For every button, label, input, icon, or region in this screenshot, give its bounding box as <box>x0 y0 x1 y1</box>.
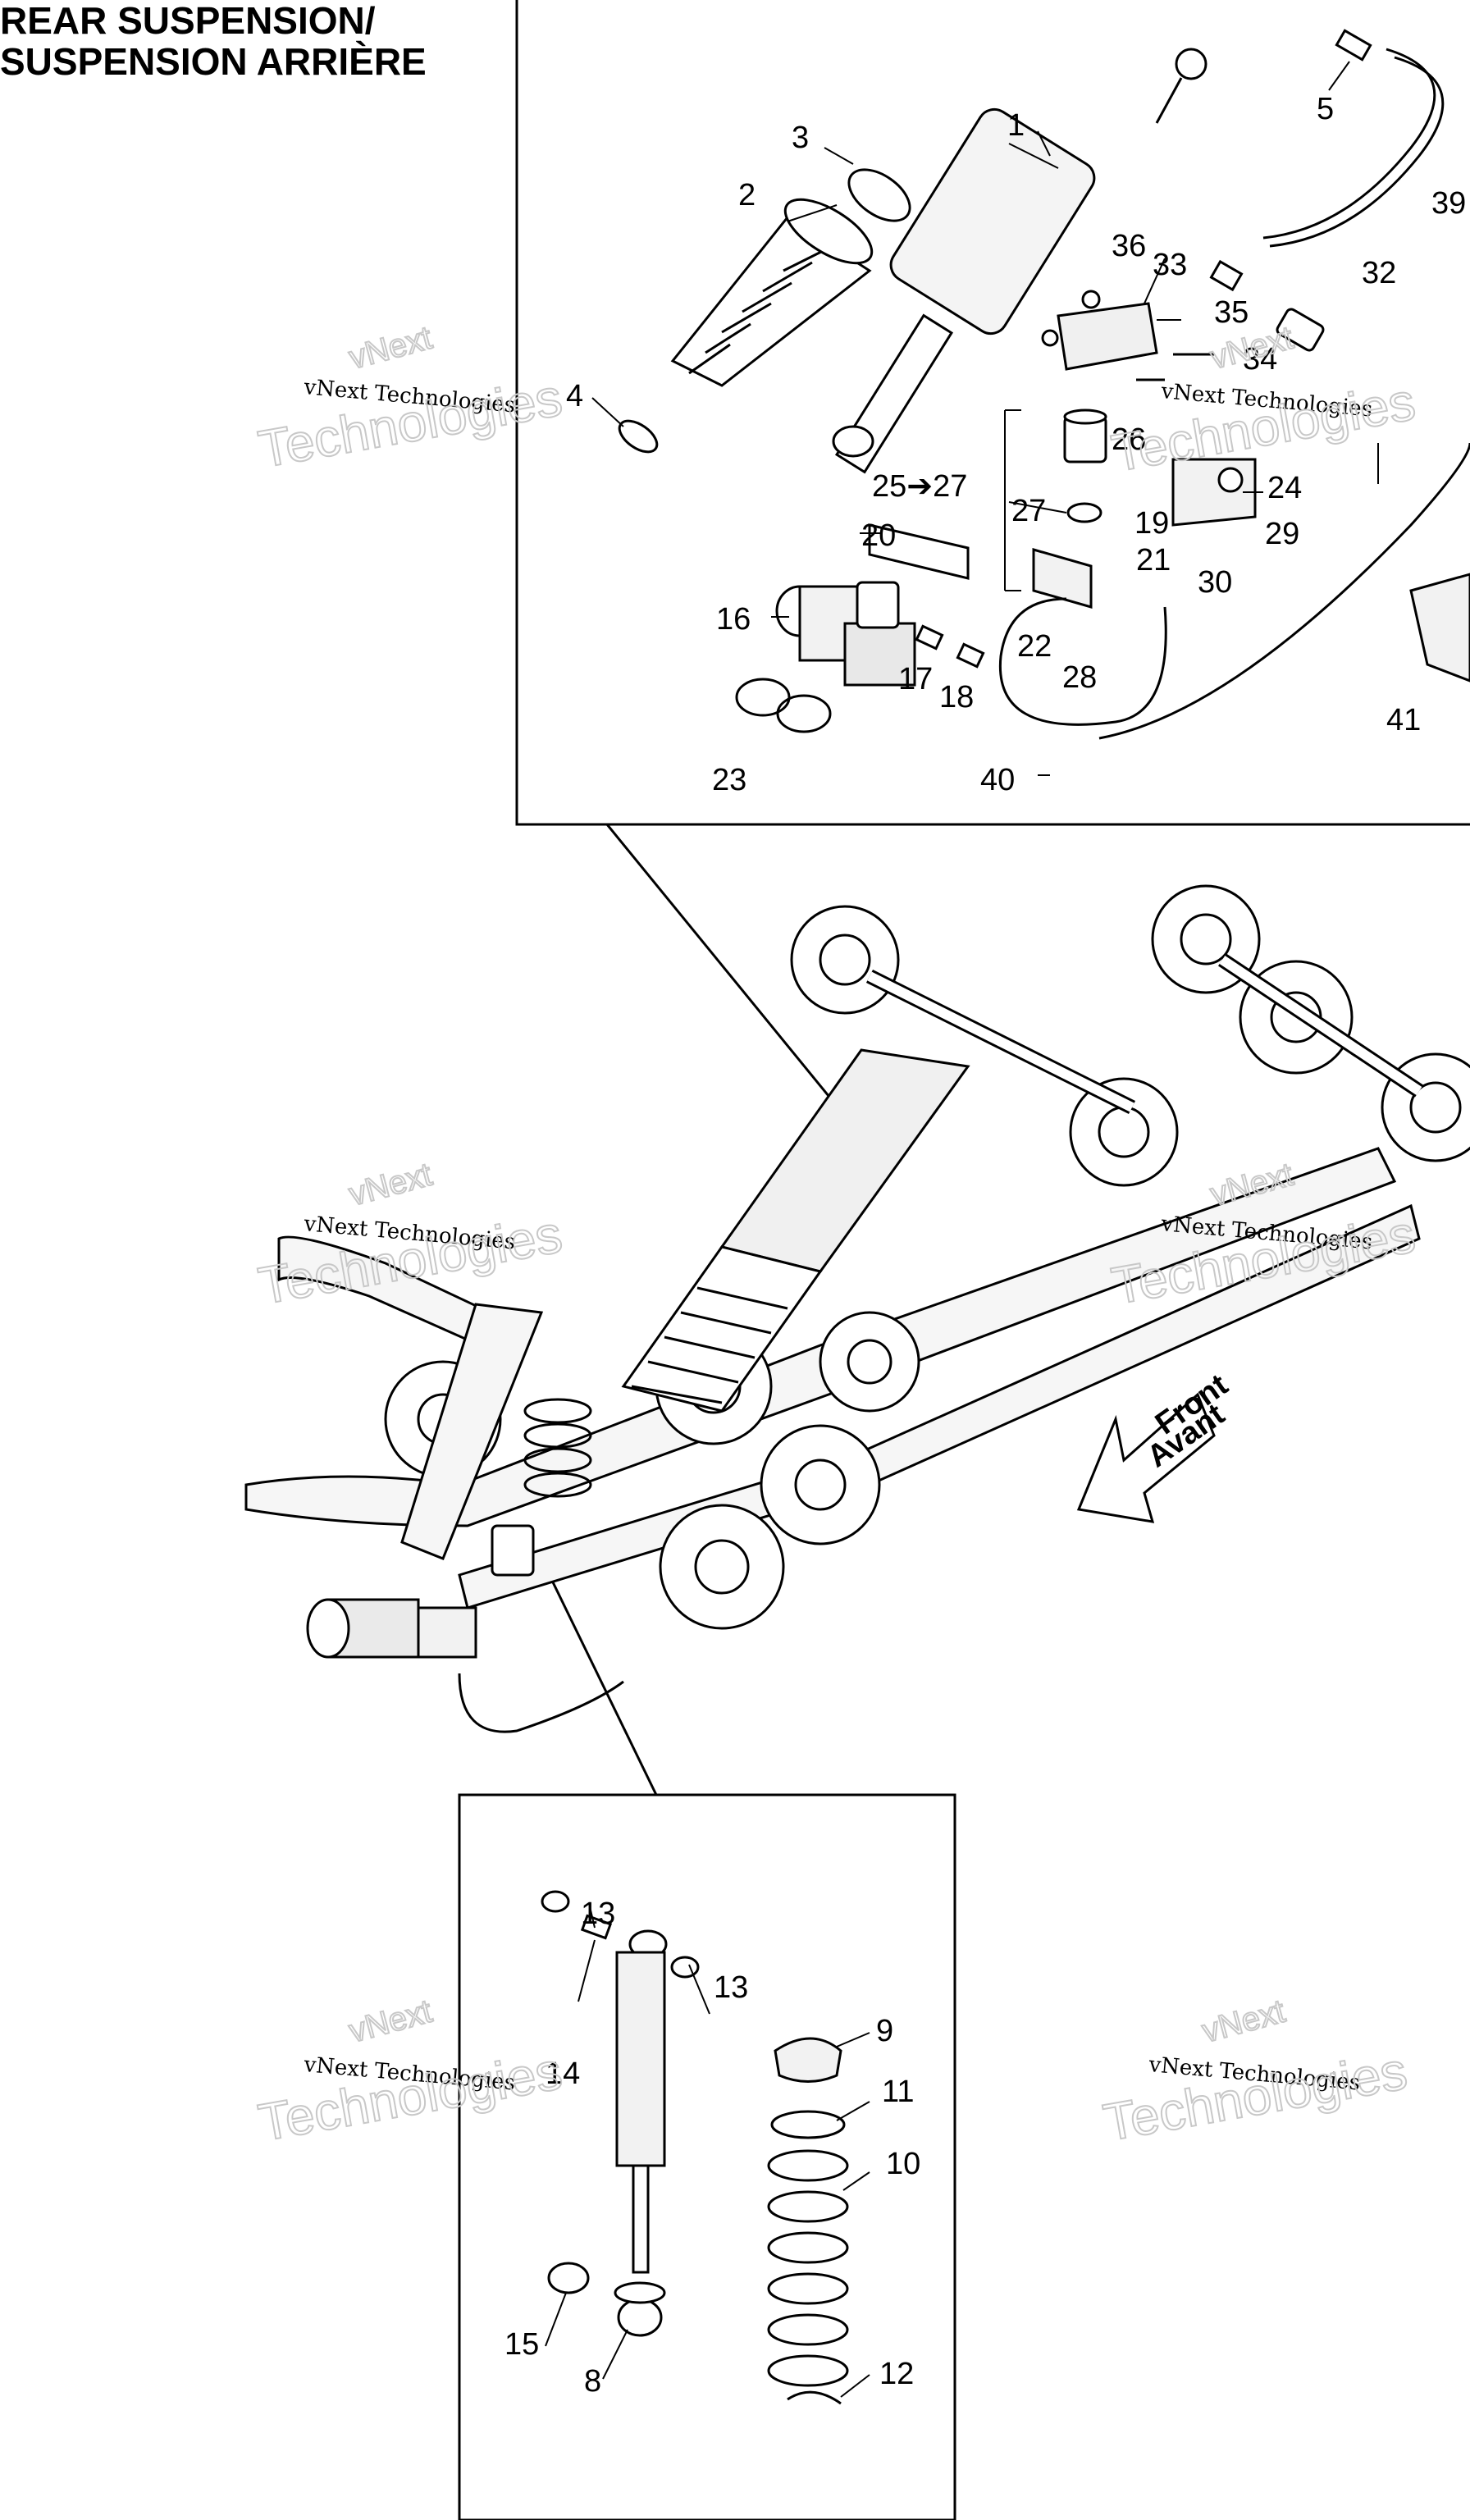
callout-1: 1 <box>1007 108 1025 143</box>
callout-9: 9 <box>876 2014 893 2048</box>
hose-part-40 <box>1098 442 1470 740</box>
manifold-part-19 <box>1032 548 1093 609</box>
watermark-word: Technologies <box>1099 2041 1411 2152</box>
callout-17: 17 <box>898 662 933 696</box>
leader-lower-frame <box>540 1558 658 1796</box>
callout-40: 40 <box>980 763 1015 797</box>
callout-10: 10 <box>886 2147 920 2181</box>
spring-part-10 <box>767 2149 849 2387</box>
bracket-part-33 <box>1041 290 1214 381</box>
page-title: REAR SUSPENSION/ SUSPENSION ARRIÈRE <box>0 0 427 82</box>
callout-16: 16 <box>716 602 751 637</box>
callout-25-27: 25➔27 <box>872 469 967 504</box>
callout-26: 26 <box>1112 422 1146 457</box>
assembly-compressor <box>306 1598 477 1659</box>
callout-23: 23 <box>712 763 746 797</box>
watermark-brand: vNext <box>345 1157 436 1213</box>
watermark-5: vNext vNext Technologies Technologies <box>253 1993 567 2153</box>
callout-4: 4 <box>566 379 583 413</box>
hose-part-22 <box>998 597 1167 726</box>
callout-24: 24 <box>1267 471 1302 505</box>
callout-8: 8 <box>584 2364 601 2399</box>
ring-part-11 <box>770 2110 846 2139</box>
sleeve-part-14 <box>580 1914 613 1940</box>
main-suspension-assembly <box>244 884 1470 1733</box>
callout-19: 19 <box>1134 506 1169 541</box>
callout-41: 41 <box>1386 703 1421 737</box>
bellows-part-2 <box>670 198 874 387</box>
callout-11: 11 <box>882 2075 914 2109</box>
title-line-1: REAR SUSPENSION/ <box>0 0 376 42</box>
callout-13-b: 13 <box>714 1970 748 2005</box>
callout-18: 18 <box>939 680 974 714</box>
callout-32: 32 <box>1362 256 1396 290</box>
watermark-brand: vNext <box>345 1993 436 2050</box>
upper-detail-frame <box>515 0 1470 826</box>
watermark-brand: vNext <box>345 320 436 377</box>
assembly-front-spring <box>523 1398 592 1498</box>
o-ring-part-27 <box>1066 502 1102 523</box>
bushing-part-15 <box>547 2262 590 2294</box>
label-part-20 <box>868 523 970 580</box>
callout-30: 30 <box>1198 565 1232 600</box>
callout-22: 22 <box>1017 629 1052 664</box>
callout-14: 14 <box>546 2057 580 2091</box>
upper-parts <box>618 29 1470 740</box>
callout-20: 20 <box>861 518 896 553</box>
bushing-part-13-a <box>541 1890 570 1913</box>
callout-36: 36 <box>1112 229 1146 263</box>
lower-link <box>400 1303 544 1560</box>
callout-13-a: 13 <box>581 1897 615 1931</box>
shock-part-8 <box>614 1929 668 2337</box>
left-rail <box>244 1147 1397 1527</box>
callout-2: 2 <box>738 178 756 212</box>
sensor-part-26 <box>1063 409 1107 523</box>
callout-12: 12 <box>879 2357 914 2391</box>
callout-39: 39 <box>1431 186 1466 221</box>
assembly-sensor <box>491 1524 535 1577</box>
assembly-shock-absorber <box>621 1048 970 1413</box>
watermark-brand: vNext <box>1198 1993 1289 2050</box>
assembly-hose <box>458 1673 624 1733</box>
lower-leaders <box>545 1902 870 2398</box>
lower-detail-frame <box>458 1793 956 2520</box>
clip-part-4 <box>618 419 659 454</box>
bracket-part-41 <box>1409 573 1470 682</box>
front-direction-arrow: Front Avant <box>1076 1367 1235 1523</box>
ring-part-3 <box>847 168 911 222</box>
callout-15: 15 <box>504 2327 539 2362</box>
callout-33: 33 <box>1153 248 1187 282</box>
valve-part-24 <box>1171 458 1257 527</box>
fitting-part-18 <box>956 642 985 669</box>
title-line-2: SUSPENSION ARRIÈRE <box>0 40 427 83</box>
watermark-6: vNext vNext Technologies Technologies <box>1098 1993 1412 2153</box>
compressor-part-16 <box>775 581 916 687</box>
callout-21: 21 <box>1136 543 1171 578</box>
lower-parts <box>541 1890 849 2405</box>
callout-27: 27 <box>1011 494 1046 528</box>
clip-part-12 <box>787 2390 842 2405</box>
callout-34: 34 <box>1243 342 1277 377</box>
watermark-word: Technologies <box>254 2041 566 2152</box>
callout-labels: 1 2 3 4 5 39 36 33 32 35 34 26 25➔27 24 … <box>504 92 1466 2399</box>
cap-part-9 <box>774 2037 842 2083</box>
fitting-part-32 <box>1209 259 1325 352</box>
bushing-part-13-b <box>670 1956 700 1979</box>
callout-28: 28 <box>1062 660 1097 695</box>
fitting-part-17 <box>915 624 944 651</box>
rear-wheels <box>790 884 1470 1187</box>
callout-35: 35 <box>1214 295 1249 330</box>
clamps-part-23 <box>735 678 832 733</box>
leader-upper-frame <box>605 824 863 1137</box>
watermark-1: vNext vNext Technologies Technologies <box>253 319 567 480</box>
upper-leaders <box>591 61 1379 776</box>
shock-absorber-part-1 <box>832 48 1208 474</box>
callout-5: 5 <box>1317 92 1334 126</box>
callout-29: 29 <box>1265 517 1299 551</box>
hose-part-5 <box>1262 29 1445 248</box>
callout-3: 3 <box>792 121 809 155</box>
